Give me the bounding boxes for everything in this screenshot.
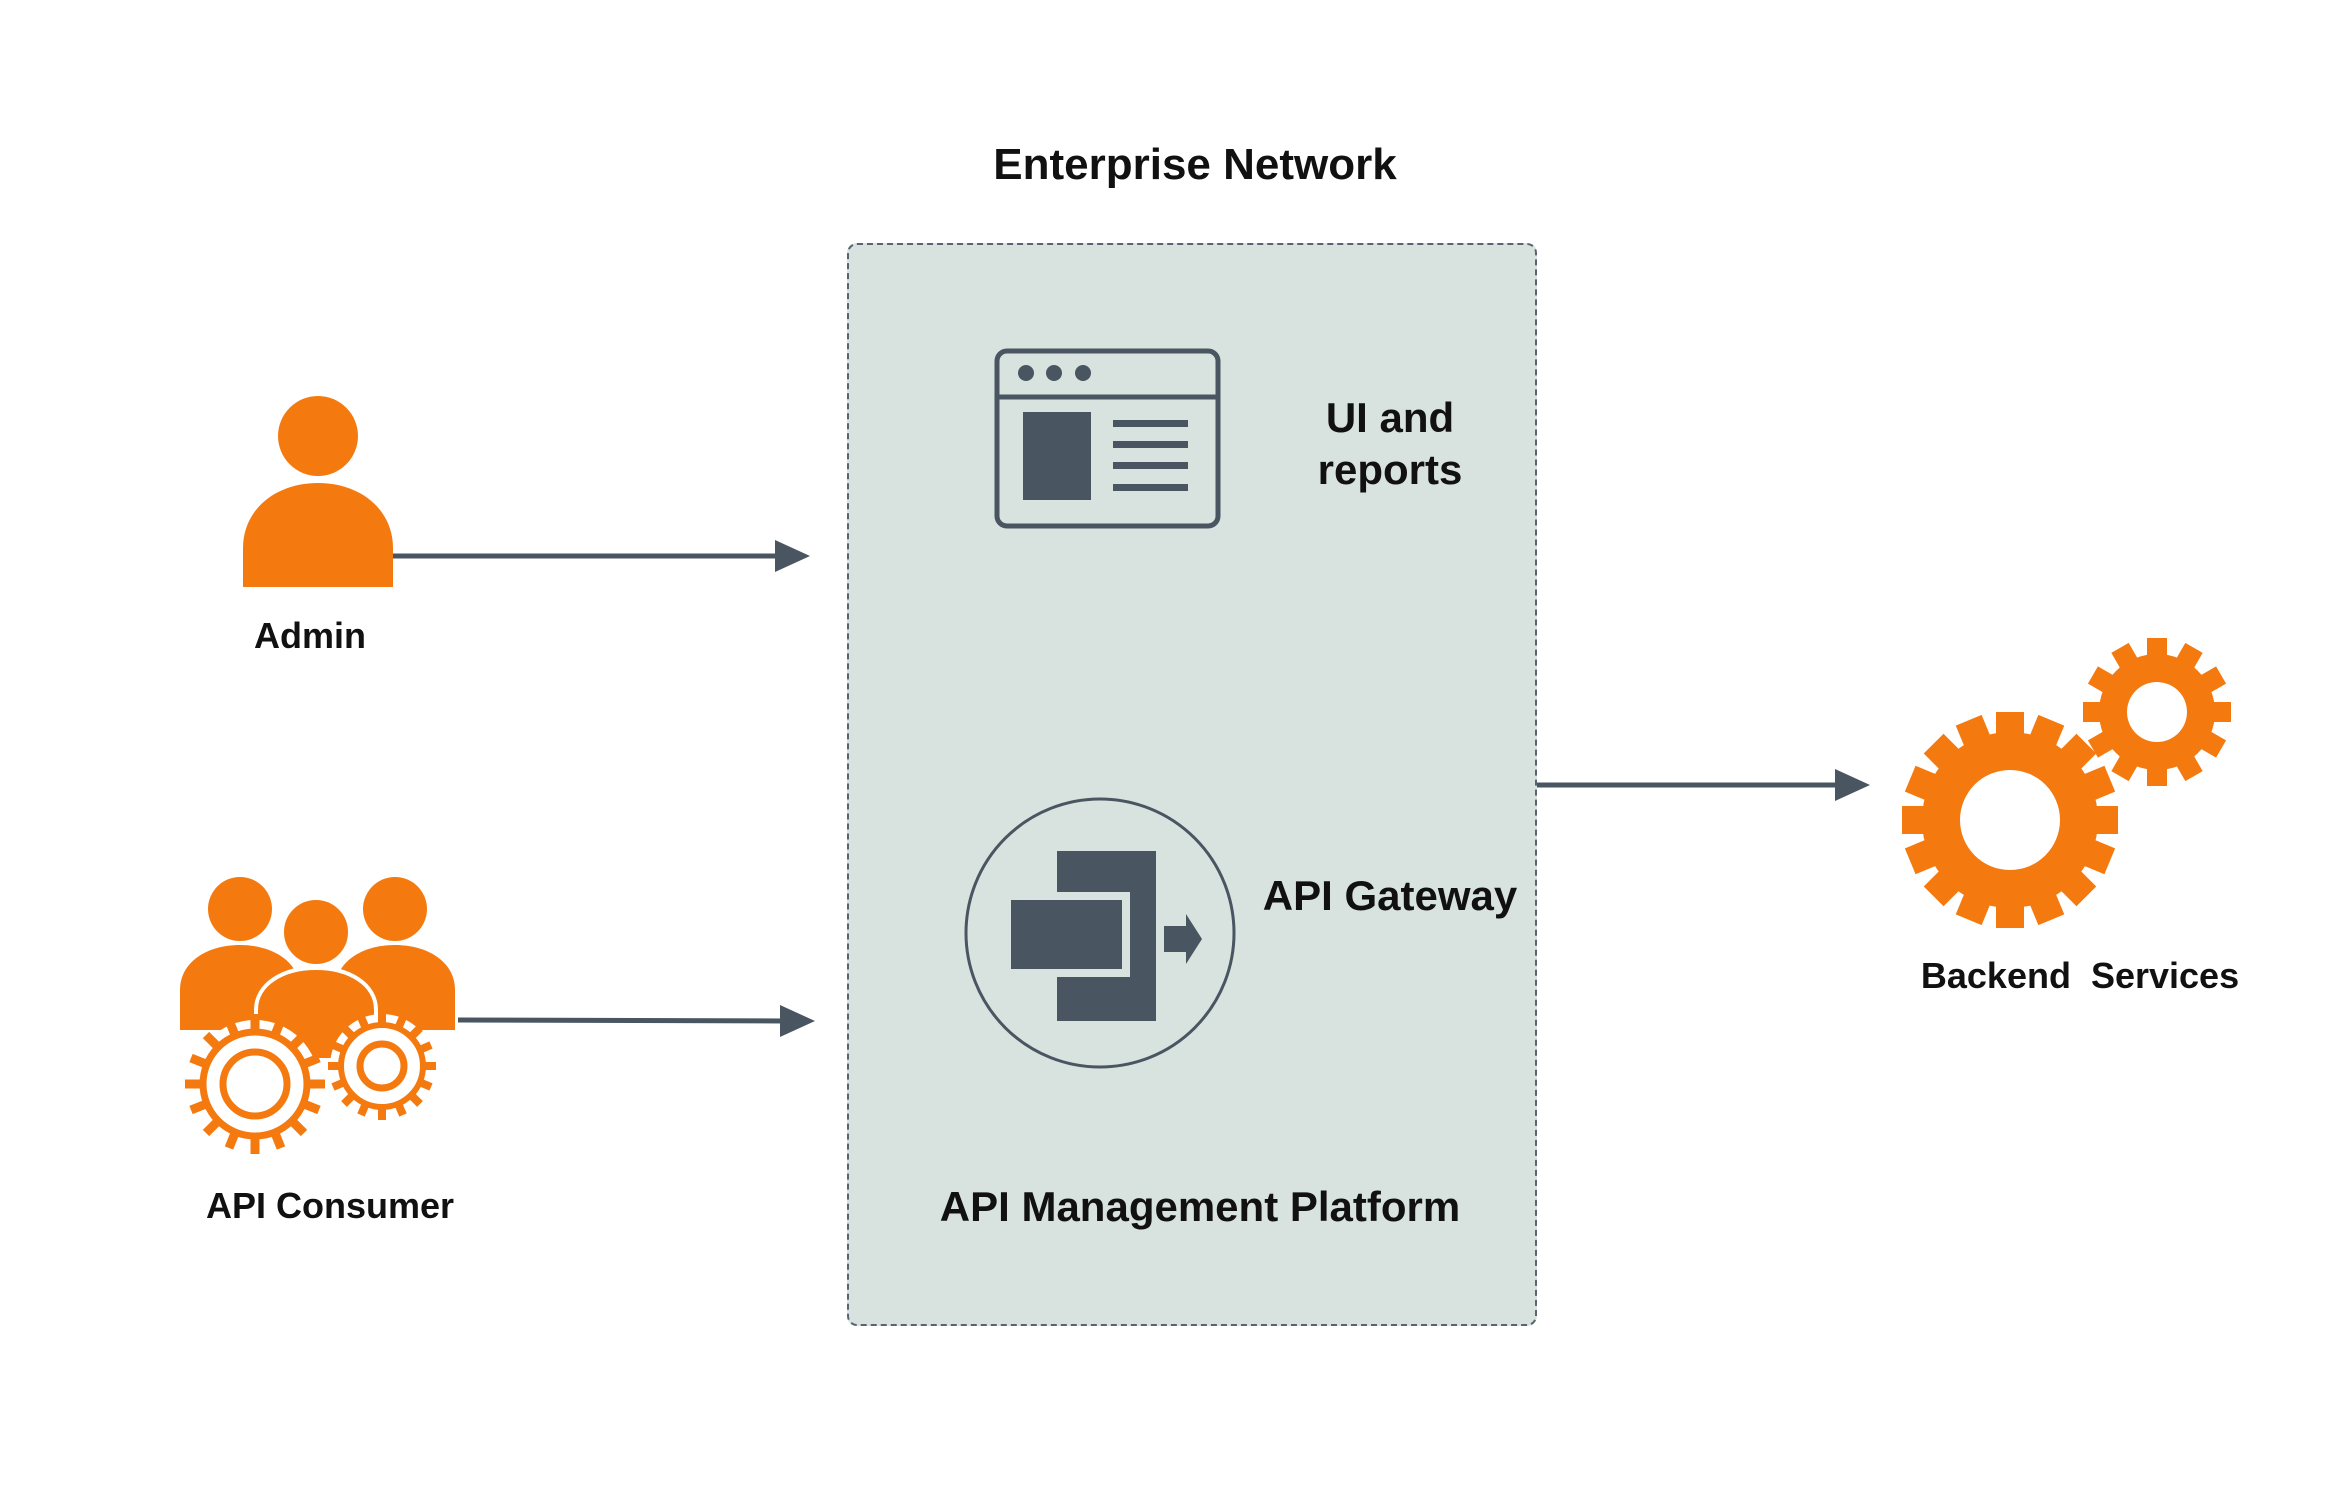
platform-label: API Management Platform bbox=[939, 1183, 1461, 1230]
arrow-platform-to-backend bbox=[1537, 769, 1870, 801]
arrow-admin-to-platform bbox=[393, 540, 810, 572]
admin-label: Admin bbox=[254, 615, 366, 656]
backend-services-label: Backend Services bbox=[1920, 955, 2240, 996]
api-consumer-label: API Consumer bbox=[205, 1185, 455, 1226]
api-gateway-label: API Gateway bbox=[1262, 872, 1518, 919]
ui-and-reports-label: UI and reports bbox=[1317, 394, 1463, 493]
page-title: Enterprise Network bbox=[993, 140, 1397, 189]
arrow-consumer-to-platform bbox=[457, 1005, 815, 1037]
